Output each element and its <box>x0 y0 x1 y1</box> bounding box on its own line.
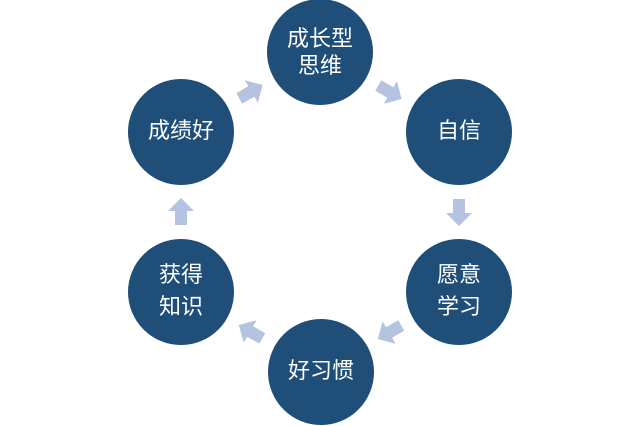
node-label-line: 知识 <box>159 295 203 320</box>
node-circle <box>406 79 512 185</box>
node-circle <box>406 239 512 345</box>
node-gain-knowledge: 获得 知识 <box>128 239 234 345</box>
arrow-willing-to-learn-to-good-habits <box>377 320 405 344</box>
arrow-gain-knowledge-to-good-grades <box>168 198 194 225</box>
node-circle <box>267 0 373 105</box>
node-circle <box>128 79 234 185</box>
arrow-good-habits-to-gain-knowledge <box>238 320 266 344</box>
arrow-confidence-to-willing-to-learn <box>446 199 472 226</box>
arrow-growth-mindset-to-confidence <box>375 80 402 104</box>
node-label-line: 思维 <box>298 54 342 79</box>
node-label-line: 获得 <box>159 263 203 288</box>
node-circle <box>268 319 374 425</box>
node-label-line: 好习惯 <box>288 359 354 384</box>
arrows-layer <box>168 80 472 344</box>
node-label-line: 学习 <box>437 295 481 320</box>
node-confidence: 自信 <box>406 79 512 185</box>
node-label-line: 成绩好 <box>148 119 214 144</box>
node-circle <box>128 239 234 345</box>
node-good-grades: 成绩好 <box>128 79 234 185</box>
node-good-habits: 好习惯 <box>268 319 374 425</box>
node-label-line: 愿意 <box>437 263 481 288</box>
arrow-good-grades-to-growth-mindset <box>236 80 263 104</box>
node-label-line: 自信 <box>437 119 481 144</box>
node-label-line: 成长型 <box>287 27 353 52</box>
node-growth-mindset: 成长型 思维 <box>267 0 373 105</box>
node-willing-to-learn: 愿意 学习 <box>406 239 512 345</box>
